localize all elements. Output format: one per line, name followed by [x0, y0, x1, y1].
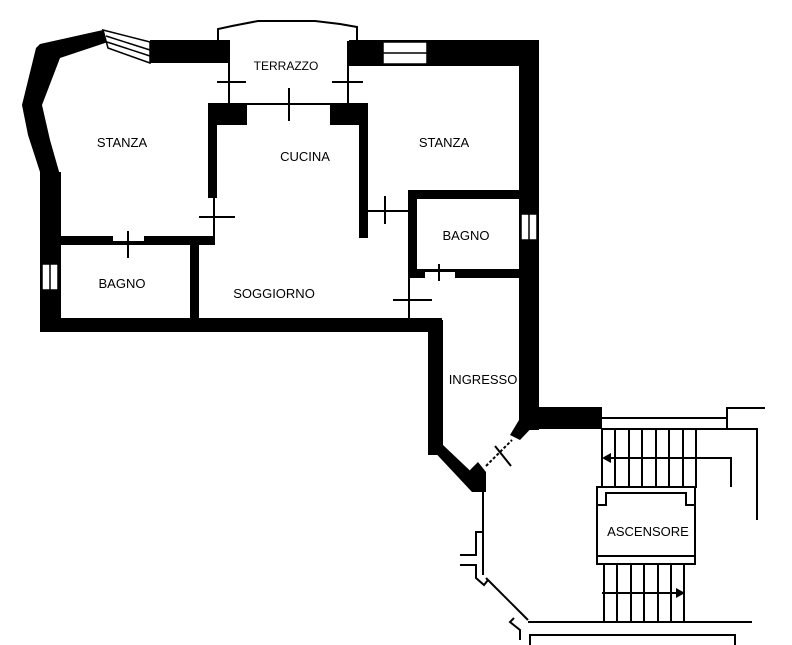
label-ingresso: INGRESSO [449, 372, 518, 387]
wall-ingresso-diagonal [428, 445, 482, 492]
stairs-upper-arrow-head [602, 453, 611, 463]
wall-left-outer [40, 172, 61, 332]
wall-bagno-soggiorno [190, 243, 199, 323]
wall-bagno-right-top [408, 190, 520, 199]
elevator-door-recess [598, 492, 694, 506]
corridor-jamb-3 [508, 617, 521, 640]
label-stanza-left: STANZA [97, 135, 148, 150]
stairs-upper [601, 428, 732, 488]
label-ascensore: ASCENSORE [607, 524, 689, 539]
label-terrazzo: TERRAZZO [254, 59, 319, 73]
label-stanza-right: STANZA [419, 135, 470, 150]
label-cucina: CUCINA [280, 149, 330, 164]
stairs-upper-arrow-line [608, 457, 732, 487]
room-labels: STANZA TERRAZZO CUCINA STANZA BAGNO BAGN… [97, 59, 689, 539]
corridor-bottom-2 [529, 634, 736, 645]
wall-ingresso-left [428, 320, 443, 455]
corridor-diagonal [485, 577, 529, 621]
window-top-left [101, 28, 151, 65]
stairs-lower-arrow-head [676, 588, 685, 598]
landing-outline-right [602, 428, 758, 520]
ingresso-door-line [485, 439, 513, 467]
wall-cucina-right [359, 103, 368, 238]
door-bagno-right[interactable] [425, 264, 455, 281]
door-bagno-left[interactable] [113, 231, 144, 258]
wall-curved-left [22, 30, 108, 245]
landing-step [726, 407, 765, 429]
elevator-outer [596, 486, 696, 565]
window-top-left-pane-1 [105, 35, 151, 51]
terrazzo-outline [217, 20, 358, 41]
label-bagno-left: BAGNO [99, 276, 146, 291]
wall-cucina-left [208, 103, 217, 198]
wall-top-left [150, 40, 230, 63]
stairs-lower [602, 564, 685, 621]
wall-cucina-block-right [330, 103, 368, 125]
window-top-left-pane-2 [106, 41, 151, 57]
wall-bagno-right-left [408, 190, 417, 278]
corridor-jamb-1 [460, 531, 483, 556]
windows [41, 28, 538, 291]
wall-top-right [349, 40, 539, 66]
wall-cucina-block-left [208, 103, 247, 125]
wall-ingresso-diagonal-right [510, 420, 539, 440]
thin-lines [213, 20, 765, 645]
label-bagno-right: BAGNO [443, 228, 490, 243]
door-ingresso-main[interactable] [494, 445, 512, 467]
wall-to-stairs [519, 407, 602, 429]
elevator [596, 486, 696, 565]
wall-bottom-left [40, 318, 442, 332]
wall-bagno-right-bottom [408, 269, 520, 278]
corridor-jamb-2 [460, 564, 489, 587]
walls [22, 30, 602, 492]
wall-ingresso-jamb-left [470, 462, 486, 492]
doors [113, 81, 512, 467]
label-soggiorno: SOGGIORNO [233, 286, 315, 301]
